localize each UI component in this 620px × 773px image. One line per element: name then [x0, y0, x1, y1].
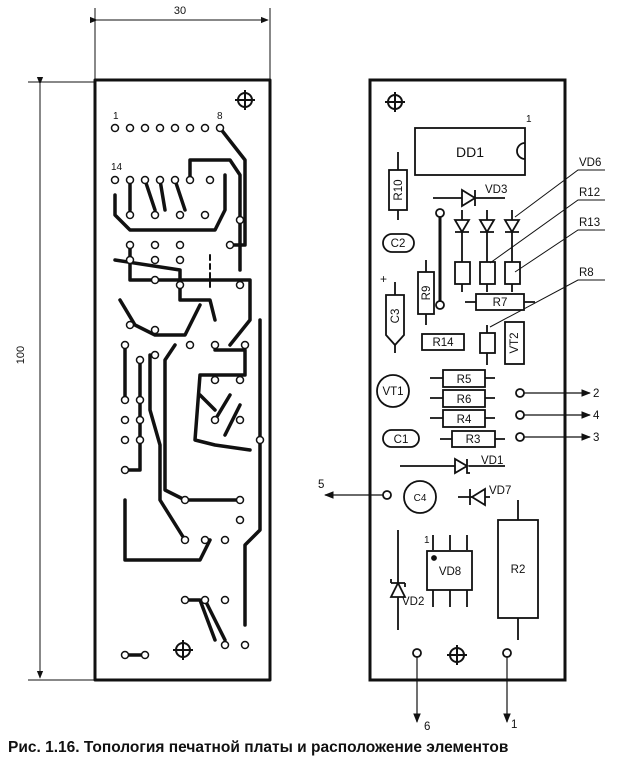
label-vt1: VT1 [382, 386, 403, 398]
label-r5: R5 [457, 374, 472, 386]
label-c2: C2 [391, 238, 406, 250]
label-c4: C4 [414, 493, 427, 504]
terminal-6-label: 6 [424, 721, 430, 733]
dimension-width-label: 30 [174, 5, 186, 17]
right-board-outline [368, 78, 567, 682]
label-r10: R10 [393, 179, 405, 200]
dimension-height-label: 100 [15, 346, 27, 364]
label-r12: R12 [579, 187, 600, 199]
label-dd1: DD1 [456, 144, 484, 160]
label-r9: R9 [421, 286, 433, 301]
label-r6: R6 [457, 394, 472, 406]
components [376, 127, 605, 658]
mounting-hole-icon [172, 639, 194, 661]
label-c1: C1 [394, 434, 409, 446]
label-vd8-pin: 1 [424, 535, 430, 546]
component-labels: DD1 1 R10 VD3 VD6 R12 R13 R8 C2 R9 + C3 … [318, 114, 601, 733]
mounting-hole-icon [234, 89, 256, 111]
label-vd6: VD6 [579, 157, 601, 169]
mounting-hole-icon [446, 644, 468, 666]
figure-caption: Рис. 1.16. Топология печатной платы и ра… [8, 739, 509, 756]
pin-14-label: 14 [111, 162, 123, 173]
left-board-traces [93, 78, 272, 682]
label-vd7: VD7 [489, 485, 511, 497]
label-vd2: VD2 [402, 596, 424, 608]
terminal-2-label: 2 [593, 388, 599, 400]
label-r4: R4 [457, 414, 472, 426]
terminal-4-label: 4 [593, 410, 600, 422]
label-vd8: VD8 [439, 566, 461, 578]
label-c3-polarity: + [380, 272, 387, 286]
label-r7: R7 [493, 297, 508, 309]
mounting-hole-icon [384, 91, 406, 113]
pin-1-label: 1 [113, 111, 119, 122]
label-c3: C3 [390, 309, 402, 324]
left-board-pads [110, 123, 265, 660]
label-r14: R14 [432, 337, 454, 349]
label-r2: R2 [511, 564, 526, 576]
terminal-arrows [324, 389, 591, 723]
terminal-5-label: 5 [318, 479, 324, 491]
label-r3: R3 [466, 434, 481, 446]
label-vd1: VD1 [481, 455, 503, 467]
terminal-3-label: 3 [593, 432, 599, 444]
dimension-width [89, 8, 271, 80]
label-vt2: VT2 [509, 332, 521, 353]
pin-8-label: 8 [217, 111, 223, 122]
label-vd3: VD3 [485, 184, 507, 196]
label-dd1-pin: 1 [526, 114, 532, 125]
terminal-1-label: 1 [511, 719, 517, 731]
label-r8: R8 [579, 267, 594, 279]
label-r13: R13 [579, 217, 600, 229]
dimension-height [28, 76, 95, 681]
